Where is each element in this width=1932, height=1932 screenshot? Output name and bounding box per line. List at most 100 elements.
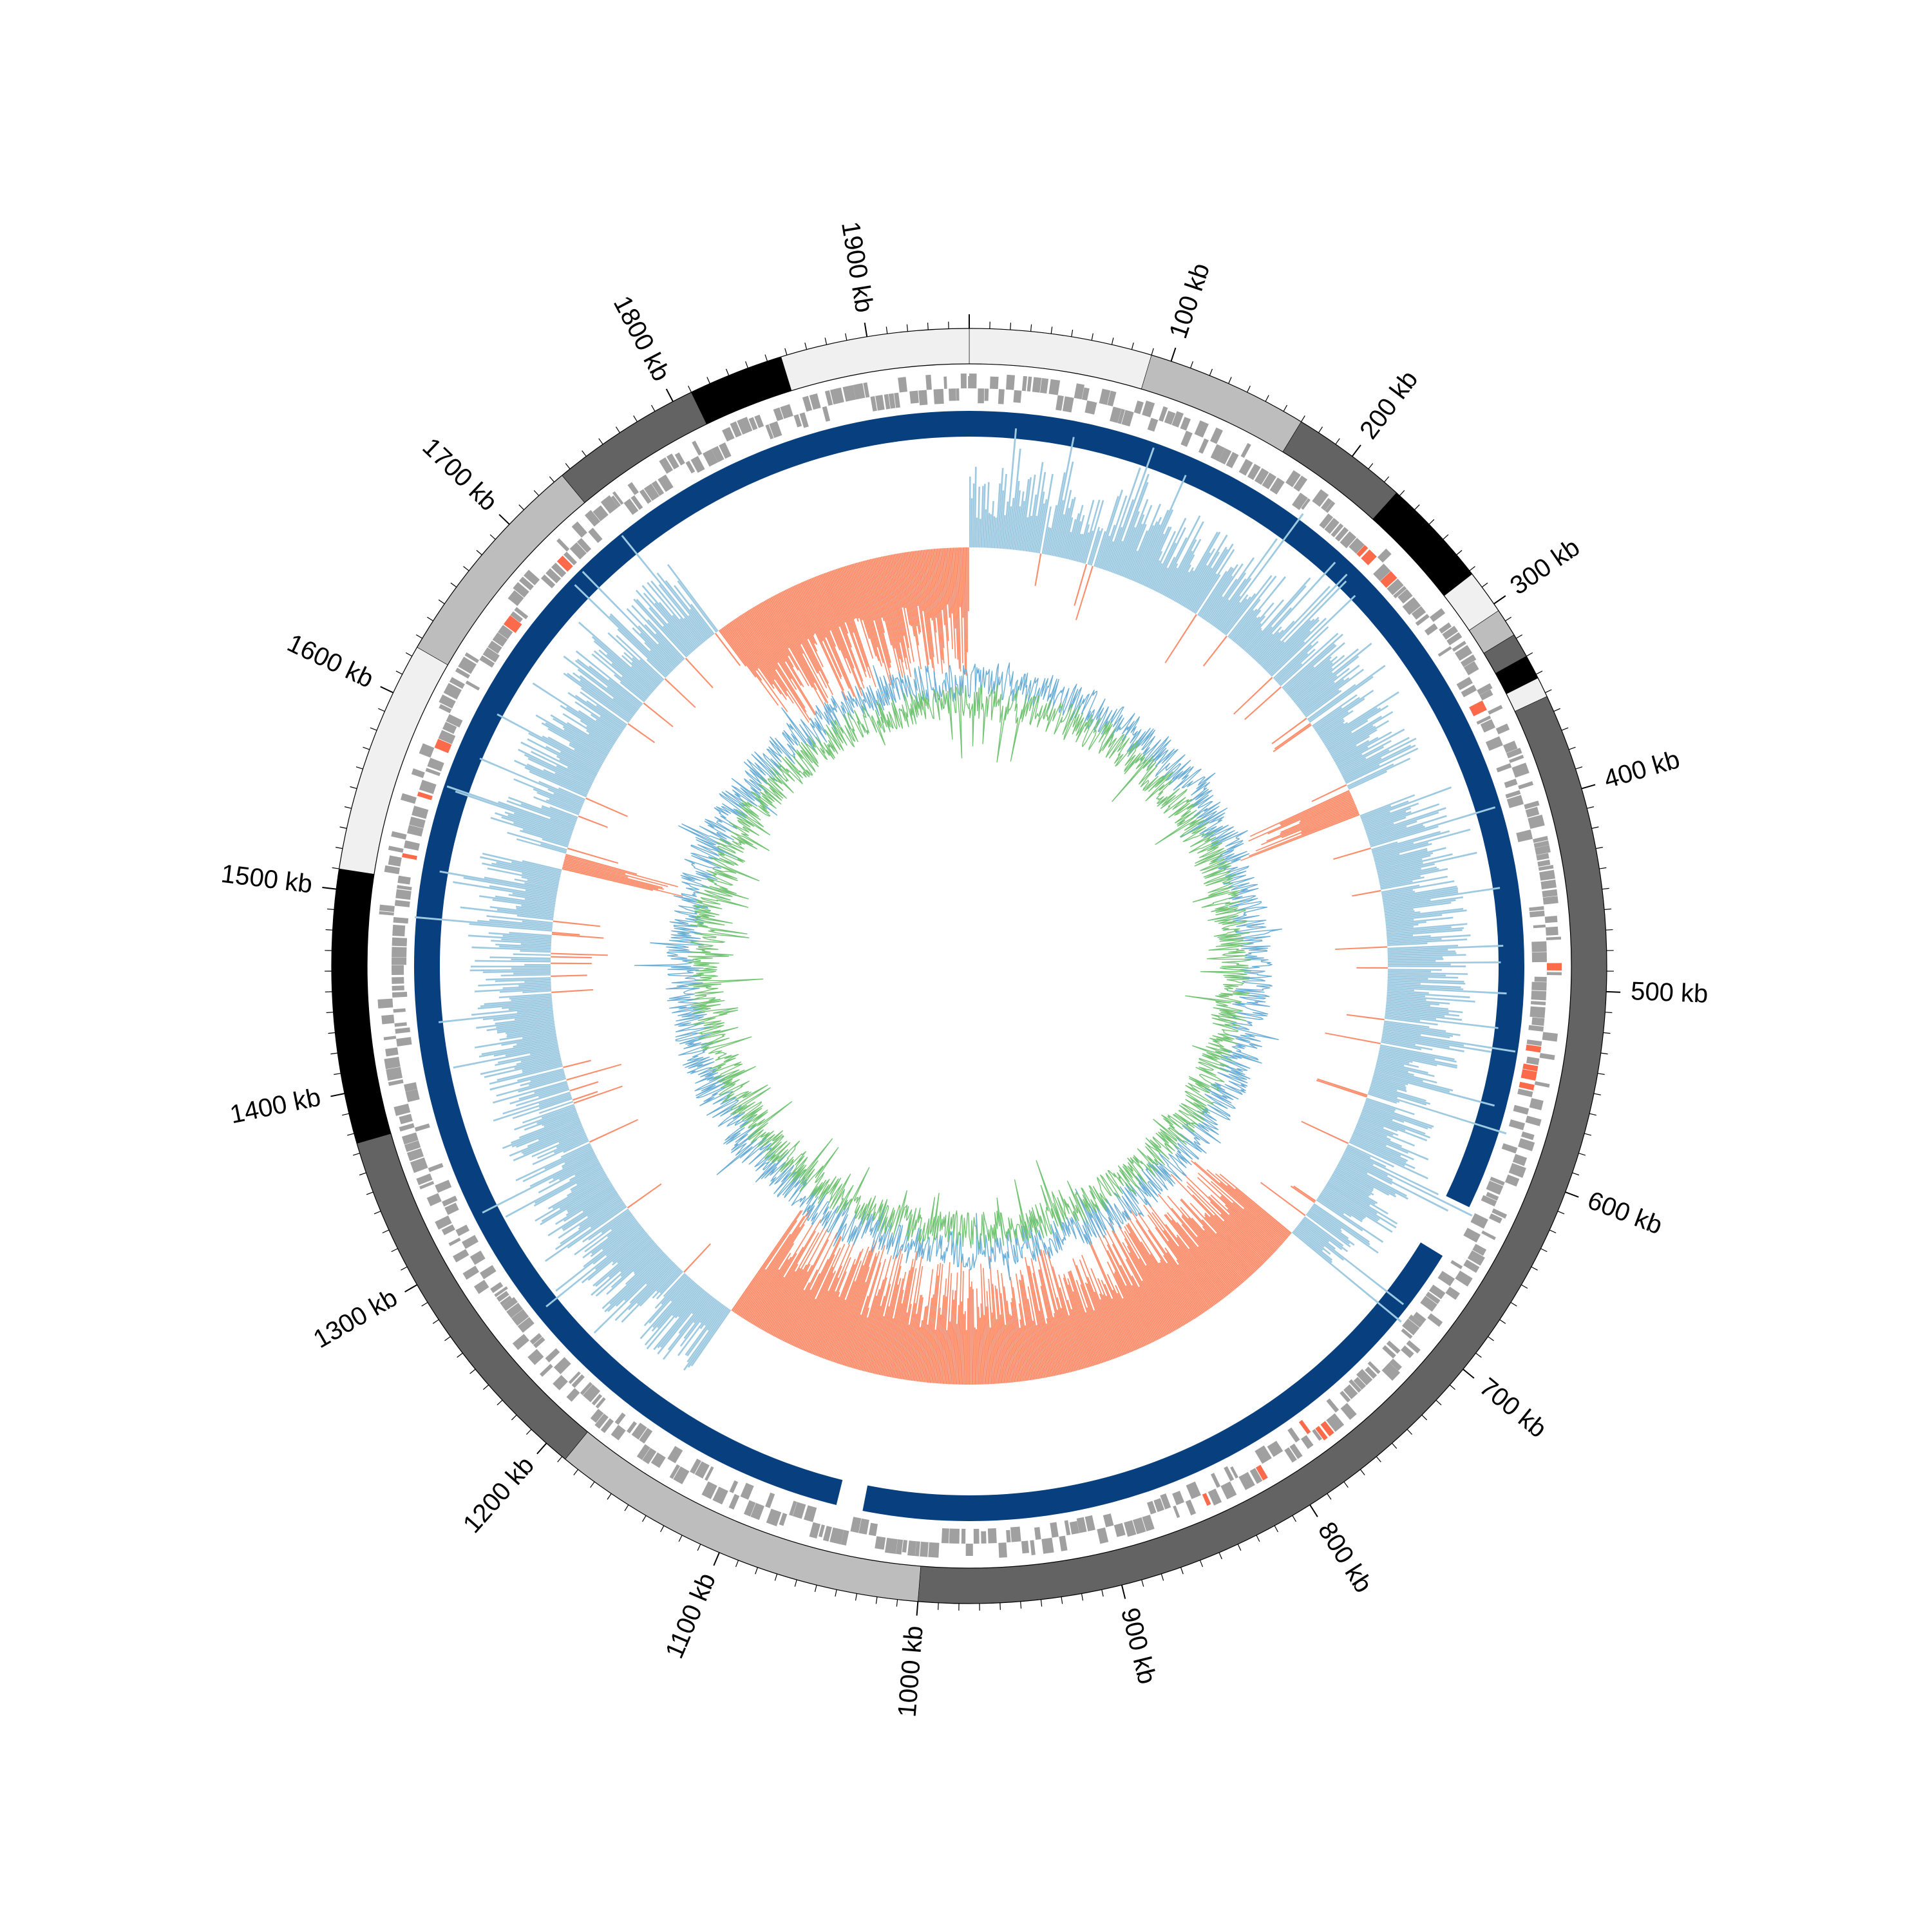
skew-bar bbox=[1367, 826, 1407, 840]
skew-bar bbox=[1387, 961, 1501, 964]
gene-feature bbox=[394, 900, 410, 907]
skew-bar bbox=[846, 565, 870, 639]
minor-tick bbox=[344, 806, 352, 809]
skew-bar bbox=[1191, 1217, 1247, 1281]
gene-feature bbox=[383, 1036, 397, 1041]
skew-bar bbox=[829, 571, 866, 672]
gene-feature bbox=[401, 1132, 419, 1145]
gene-feature bbox=[1340, 531, 1357, 549]
minor-tick bbox=[794, 1579, 797, 1587]
skew-bar bbox=[1046, 1318, 1060, 1376]
skew-bar bbox=[1350, 1138, 1416, 1170]
gene-feature bbox=[396, 1037, 412, 1046]
skew-bar bbox=[632, 657, 661, 684]
skew-bar bbox=[955, 1305, 960, 1385]
skew-bar bbox=[482, 1010, 554, 1021]
major-tick bbox=[536, 1443, 547, 1455]
skew-bar bbox=[933, 1307, 941, 1383]
skew-bar bbox=[1355, 1126, 1403, 1148]
skew-bar bbox=[744, 1243, 795, 1320]
skew-bar bbox=[630, 665, 657, 689]
skew-bar bbox=[522, 860, 562, 871]
skew-bar bbox=[524, 753, 592, 788]
gene-feature bbox=[1041, 1537, 1054, 1554]
skew-bar bbox=[579, 675, 634, 717]
skew-bar bbox=[752, 607, 786, 663]
skew-bar bbox=[927, 549, 937, 633]
skew-bar bbox=[1301, 808, 1358, 832]
skew-bar bbox=[516, 914, 554, 921]
gene-feature bbox=[1255, 1464, 1268, 1481]
skew-bar bbox=[1048, 472, 1066, 556]
minor-tick bbox=[359, 1172, 366, 1176]
skew-bar bbox=[773, 595, 829, 699]
skew-bar bbox=[1132, 521, 1158, 581]
skew-bar bbox=[1331, 1174, 1370, 1197]
gene-feature bbox=[545, 1348, 560, 1363]
skew-bar bbox=[553, 1156, 597, 1180]
skew-bar bbox=[728, 623, 775, 689]
minor-tick bbox=[1190, 361, 1193, 368]
minor-tick bbox=[804, 342, 808, 350]
skew-bar bbox=[835, 569, 876, 688]
skew-bar bbox=[1387, 929, 1463, 936]
skew-bar bbox=[521, 904, 554, 911]
gene-feature bbox=[1059, 1535, 1068, 1551]
skew-bar bbox=[1180, 1198, 1252, 1276]
skew-bar bbox=[1262, 580, 1347, 668]
skew-bar bbox=[913, 551, 929, 665]
skew-bar bbox=[974, 466, 977, 548]
skew-bar bbox=[1387, 949, 1448, 953]
gene-feature bbox=[1340, 1390, 1351, 1403]
gene-feature bbox=[417, 791, 433, 800]
skew-bar bbox=[1323, 707, 1381, 744]
skew-bar bbox=[819, 574, 840, 627]
skew-bar bbox=[1166, 1262, 1202, 1315]
skew-bar bbox=[499, 988, 552, 993]
skew-bar bbox=[962, 547, 966, 674]
skew-bar bbox=[1376, 1060, 1428, 1074]
minor-tick bbox=[1584, 1133, 1591, 1136]
skew-bar bbox=[1032, 1273, 1056, 1376]
skew-bar bbox=[1386, 1003, 1448, 1010]
gene-feature bbox=[1132, 1517, 1146, 1535]
skew-bar bbox=[1383, 889, 1458, 903]
skew-bar bbox=[1320, 722, 1345, 739]
skew-bar bbox=[1247, 626, 1273, 654]
skew-bar bbox=[817, 1258, 856, 1357]
skew-bar bbox=[1345, 1148, 1439, 1195]
skew-bar bbox=[649, 650, 672, 672]
minor-tick bbox=[533, 490, 540, 497]
gene-feature bbox=[1455, 645, 1473, 661]
gene-feature bbox=[1525, 806, 1540, 818]
skew-bar bbox=[1384, 1020, 1430, 1028]
gene-feature bbox=[514, 607, 529, 620]
skew-bar bbox=[1216, 595, 1241, 629]
minor-tick bbox=[1578, 1153, 1586, 1156]
skew-bar bbox=[1386, 999, 1440, 1006]
minor-tick bbox=[896, 1599, 898, 1607]
minor-tick bbox=[1414, 504, 1420, 510]
minor-tick bbox=[633, 415, 638, 422]
skew-bar bbox=[754, 1276, 785, 1327]
skew-bar bbox=[1210, 1194, 1274, 1255]
skew-bar bbox=[1220, 594, 1249, 632]
minor-tick bbox=[1081, 1593, 1084, 1601]
minor-tick bbox=[1572, 1172, 1580, 1176]
skew-bar bbox=[595, 1242, 656, 1297]
skew-bar bbox=[791, 1254, 835, 1346]
skew-bar bbox=[1308, 665, 1386, 722]
skew-bar bbox=[1097, 1278, 1130, 1354]
skew-bar bbox=[1249, 562, 1336, 657]
skew-bar bbox=[808, 1236, 857, 1353]
minor-tick bbox=[938, 1602, 939, 1610]
skew-bar bbox=[453, 1046, 559, 1069]
skew-bar bbox=[586, 725, 615, 744]
skew-bar bbox=[1176, 1236, 1225, 1299]
gene-feature bbox=[416, 1173, 433, 1186]
skew-bar bbox=[737, 616, 788, 692]
gene-feature bbox=[1526, 1039, 1542, 1046]
skew-bar bbox=[593, 640, 654, 693]
gene-feature bbox=[1032, 377, 1042, 393]
skew-bar bbox=[1387, 952, 1457, 956]
